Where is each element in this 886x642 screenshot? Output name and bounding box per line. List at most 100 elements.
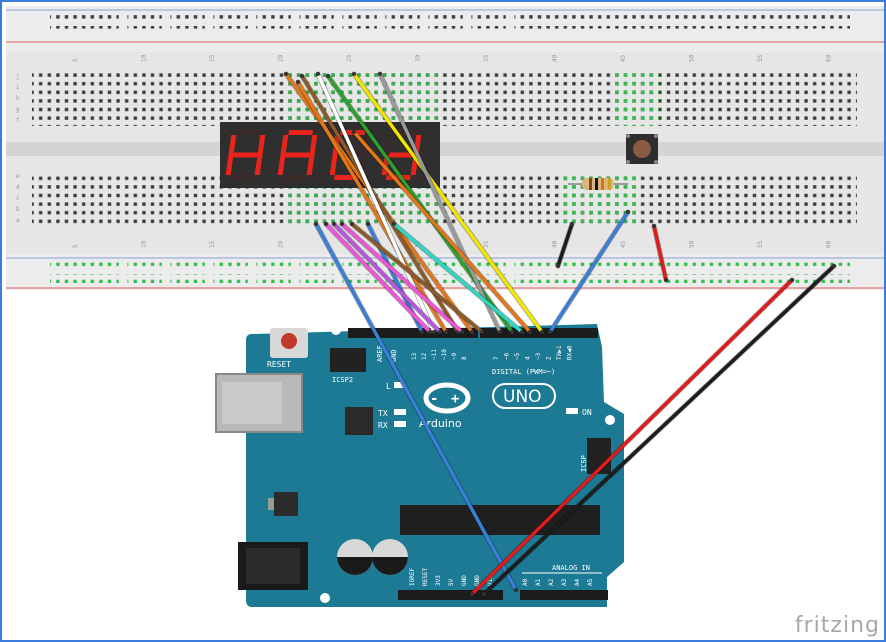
column-number: 45 <box>620 240 627 248</box>
row-letter: c <box>16 195 20 202</box>
wire[interactable] <box>377 71 503 335</box>
column-number: 5 <box>72 58 79 62</box>
power-pin-label: RESET <box>422 568 429 586</box>
model-label: UNO <box>503 387 542 407</box>
column-number: 60 <box>826 240 833 248</box>
column-number: 40 <box>552 54 559 62</box>
digital-pin-label: 4 <box>525 356 532 360</box>
wire[interactable] <box>349 221 485 335</box>
wire[interactable] <box>391 221 525 335</box>
wire[interactable] <box>323 221 433 335</box>
reset-label: RESET <box>267 360 291 369</box>
mount-hole-2 <box>605 415 615 425</box>
digital-pin-label: TX▶1 <box>556 345 563 360</box>
row-letter: h <box>16 95 20 102</box>
bottom-rail-holes-row-2 <box>50 274 850 283</box>
capacitor-2 <box>372 539 408 575</box>
uno-badge <box>492 383 556 409</box>
wire[interactable] <box>313 221 519 593</box>
wire[interactable] <box>351 129 533 335</box>
wire[interactable] <box>555 221 575 269</box>
wire[interactable] <box>331 221 443 335</box>
chip-small <box>345 407 373 435</box>
segment-g <box>285 152 310 158</box>
column-number: 10 <box>141 240 148 248</box>
column-number: 40 <box>552 240 559 248</box>
column-number: 55 <box>757 240 764 248</box>
digital-pin-label: ~11 <box>431 349 438 360</box>
on-led <box>566 408 578 414</box>
column-number: 25 <box>346 54 353 62</box>
center-channel <box>6 142 884 156</box>
terminal-holes-top <box>32 70 857 126</box>
resistor <box>568 178 628 190</box>
seven-segment-display <box>220 122 440 188</box>
column-number: 25 <box>346 240 353 248</box>
digital-pin-label: ~5 <box>514 352 521 360</box>
digital-label: DIGITAL (PWM=~) <box>492 368 555 376</box>
segment-d <box>281 175 307 180</box>
wire[interactable] <box>651 223 669 283</box>
button-cap[interactable] <box>633 140 651 158</box>
wire[interactable] <box>469 277 795 597</box>
digital-pin-label: ~9 <box>451 352 458 360</box>
mount-hole-3 <box>320 593 330 603</box>
wire[interactable] <box>481 263 837 597</box>
segment-b <box>257 135 266 155</box>
rx-led <box>394 421 406 427</box>
digital-header-left <box>348 328 478 338</box>
power-pin-label: 5V <box>448 578 455 586</box>
power-pin-label: GND <box>474 575 481 586</box>
atmega-chip <box>400 505 600 535</box>
l-led <box>394 382 404 388</box>
digital-pin-label: 7 <box>493 356 500 360</box>
segment-c <box>254 155 263 175</box>
icsp-label: ICSP <box>580 455 588 472</box>
voltage-regulator <box>274 492 298 516</box>
row-letter: d <box>16 184 20 191</box>
row-letter: f <box>16 117 20 124</box>
tx-label: TX <box>378 409 388 418</box>
aref-label: AREF <box>376 345 384 362</box>
wire[interactable] <box>547 209 631 335</box>
digital-pin-label: 12 <box>421 352 428 360</box>
arduino-logo: - + <box>423 382 471 414</box>
wire[interactable] <box>351 71 545 335</box>
analog-pin-label: A2 <box>548 578 555 586</box>
column-number: 20 <box>278 240 285 248</box>
analog-header <box>520 590 608 600</box>
svg-text:-: - <box>430 391 438 407</box>
segment-a <box>236 130 261 135</box>
power-pin-label: IOREF <box>409 568 416 586</box>
power-pin-label: 3V3 <box>435 575 442 586</box>
analog-pin-label: A1 <box>535 578 542 586</box>
reset-button-cap[interactable] <box>281 333 297 349</box>
wire[interactable] <box>295 79 449 335</box>
column-number: 30 <box>415 54 422 62</box>
digital-pin-label: 2 <box>546 356 553 360</box>
wire[interactable] <box>339 221 465 335</box>
digital-header-right <box>480 328 598 338</box>
digital-pin-label: RX◀0 <box>567 345 574 360</box>
segment-g <box>233 152 258 158</box>
top-rail-holes-row-2 <box>50 26 850 35</box>
power-pin-label: VIN <box>487 575 494 586</box>
segment-e <box>225 155 234 175</box>
brand-label: Arduino <box>419 417 462 430</box>
l-led-label: L <box>386 382 391 391</box>
digital-pin-label: 13 <box>411 352 418 360</box>
row-letter: i <box>16 84 20 91</box>
segment-a <box>288 130 313 135</box>
row-letter: b <box>16 206 20 213</box>
column-number: 5 <box>72 244 79 248</box>
push-button[interactable] <box>626 134 658 164</box>
